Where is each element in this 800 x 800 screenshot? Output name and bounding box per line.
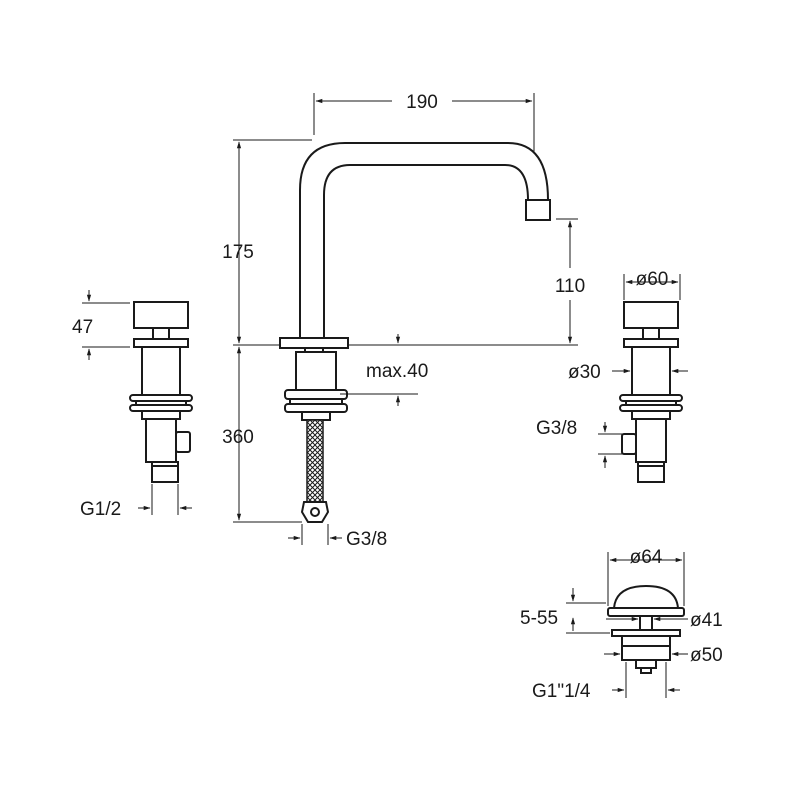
drain-body — [621, 635, 671, 661]
left-handle — [133, 301, 189, 329]
right-body — [631, 346, 671, 396]
spout-body — [295, 351, 337, 391]
braided-hose — [306, 419, 324, 503]
dim-drain-cap: ø64 — [630, 547, 663, 568]
dimension-lines — [82, 93, 688, 698]
dim-drain-flange: ø50 — [690, 645, 723, 666]
dim-hose-length: 360 — [222, 427, 254, 448]
pop-up-drain — [607, 584, 685, 674]
right-handle — [623, 301, 679, 329]
dim-outlet-height: 110 — [555, 276, 585, 297]
dim-inlet-left: G1/2 — [80, 499, 121, 520]
dim-spout-height: 175 — [222, 242, 254, 263]
left-valve — [129, 301, 193, 483]
right-side-inlet — [621, 433, 637, 455]
right-valve — [619, 301, 683, 483]
left-body — [141, 346, 181, 396]
spout — [279, 142, 551, 523]
dim-drain-body: ø41 — [690, 610, 723, 631]
dim-hose-thread: G3/8 — [346, 529, 387, 550]
dim-body-diameter: ø30 — [568, 362, 601, 383]
dim-handle-diameter: ø60 — [636, 269, 669, 290]
dim-handle-height: 47 — [72, 317, 93, 338]
dim-spout-reach: 190 — [406, 92, 438, 113]
spout-outlet — [525, 199, 551, 221]
spout-flange — [279, 337, 349, 349]
dim-inlet-right: G3/8 — [536, 418, 577, 439]
left-side-inlet — [175, 431, 191, 453]
dim-drain-range: 5-55 — [520, 608, 558, 629]
drain-cap — [612, 584, 680, 609]
dim-drain-thread: G1"1/4 — [532, 681, 591, 702]
hose-nut — [300, 501, 330, 523]
dim-max-deck: max.40 — [366, 361, 428, 382]
